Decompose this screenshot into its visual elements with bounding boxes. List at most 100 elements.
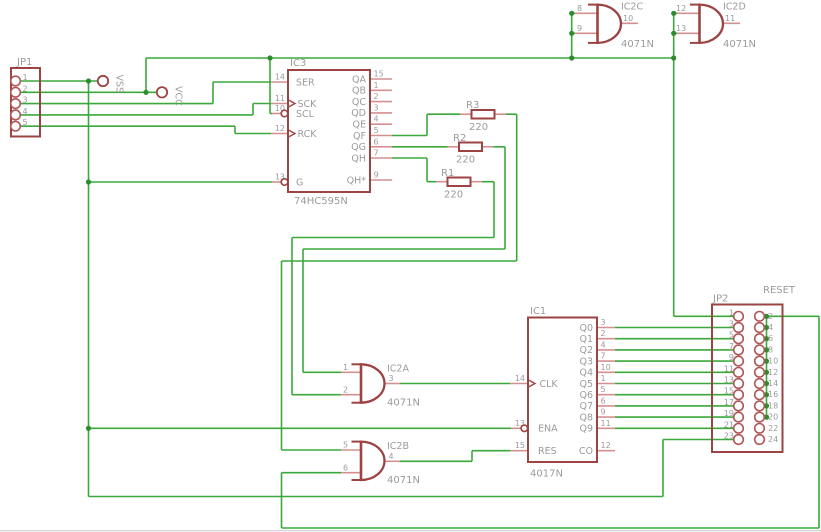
ic3-pin-number: 9 <box>374 171 379 180</box>
clock-wedge-icon <box>527 379 537 388</box>
ic2a-gate-arc[interactable] <box>360 363 386 404</box>
junction-dot <box>671 55 677 61</box>
ic1-pin-name: RES <box>538 446 557 457</box>
ic2c-gate-arc[interactable] <box>597 3 623 45</box>
junction-dot <box>569 10 575 16</box>
ic3-pin-number: 13 <box>275 173 285 182</box>
jp2-pin-number: 12 <box>768 368 778 377</box>
jp1-pin-number: 2 <box>23 84 28 93</box>
ic3-pin-name: QA <box>352 74 366 85</box>
ic3-pin-number: 6 <box>374 137 379 146</box>
pad-circle <box>753 355 766 367</box>
pad-circle <box>732 355 745 367</box>
jp2-pin-number: 9 <box>729 353 734 362</box>
junction-dot <box>85 78 92 84</box>
ic1-pin-number: 13 <box>515 419 525 428</box>
component-r2-resistor[interactable]: R2 220 <box>453 133 483 166</box>
ic2d-pin-number: 12 <box>676 4 686 13</box>
jp1-label: JP1 <box>16 57 32 68</box>
ic1-pin-number: 4 <box>601 340 606 349</box>
vss-label: VSS <box>114 75 125 94</box>
r2-body[interactable] <box>458 141 483 152</box>
jp2-pin-number: 13 <box>724 376 734 385</box>
ic3-pin-number: 1 <box>374 81 379 90</box>
ic1-pin-number: 15 <box>515 441 525 450</box>
r3-body[interactable] <box>470 109 496 120</box>
pad-circle <box>732 422 745 434</box>
ic1-pin-name: Q2 <box>579 345 593 356</box>
ic2b-gate-arc[interactable] <box>360 440 386 482</box>
ic1-body[interactable] <box>527 316 598 463</box>
pad-circle <box>732 344 745 356</box>
junction-dot <box>143 89 149 95</box>
junction-dot <box>763 380 770 387</box>
ic1-pin-name: Q3 <box>579 356 593 367</box>
ic1-pin-name: Q1 <box>579 334 593 345</box>
ic3-pin-number: 4 <box>374 115 379 124</box>
ic3-pin-name: QF <box>353 131 366 142</box>
net-qg-r2 <box>302 146 506 374</box>
pad-circle <box>753 310 766 322</box>
jp2-pin-number: 17 <box>724 398 734 407</box>
r2-label: R2 <box>453 133 466 144</box>
ic3-pin-name: SER <box>296 77 315 88</box>
ic3-pin-number: 11 <box>275 94 285 103</box>
ic1-pin-name: CO <box>579 446 593 457</box>
jp2-body[interactable] <box>711 303 784 453</box>
ic2d-pin-number: 13 <box>676 24 686 33</box>
ic2d-gate-arc[interactable] <box>699 3 725 45</box>
junction-dot <box>763 403 770 409</box>
ic3-pin-name: QG <box>351 142 366 153</box>
inverted-pin-bubble <box>280 178 289 186</box>
clock-wedges <box>287 99 537 388</box>
ic1-pin-name: ENA <box>538 424 558 435</box>
power-symbol-vcc[interactable]: VCC <box>155 86 184 106</box>
ic2d-label: IC2D <box>723 2 746 13</box>
ic2c-pin-number: 9 <box>577 24 582 33</box>
ic2b-pin-number: 5 <box>343 441 348 450</box>
junction-dot <box>763 358 770 364</box>
ic2d-pin-number: 11 <box>725 14 735 23</box>
r1-body[interactable] <box>446 176 472 187</box>
net-qf-r3 <box>280 113 518 451</box>
ic3-pin-name: SCL <box>296 109 315 120</box>
ic3-pin-name: QH <box>351 153 366 164</box>
jp2-pin-number: 2 <box>768 312 773 321</box>
junction-dot <box>763 392 770 398</box>
junction-dot <box>763 369 770 375</box>
jp2-pin-number: 22 <box>768 424 778 433</box>
jp2-pin-number: 10 <box>768 357 778 366</box>
ic2a-pin-number: 2 <box>343 385 348 394</box>
r2-value: 220 <box>456 155 475 166</box>
net-qh-r1 <box>291 157 495 396</box>
ic2b-pin-number: 4 <box>389 452 394 461</box>
component-jp2-connector[interactable]: JP21357911131517192123246810121416182022… <box>711 285 796 453</box>
pad-circle <box>732 400 745 412</box>
ic1-label: IC1 <box>530 306 546 317</box>
pin-stubs <box>271 12 740 474</box>
junction-dot <box>763 347 770 353</box>
ic1-pin-number: 2 <box>601 329 606 338</box>
ic1-pin-number: 1 <box>601 374 606 383</box>
ic3-body[interactable] <box>287 69 371 193</box>
net-ser <box>20 81 271 105</box>
inverted-pin-bubble <box>520 424 529 433</box>
ic2a-part-number: 4071N <box>387 398 420 409</box>
jp1-pin-number: 1 <box>23 73 28 82</box>
ic3-pin-name: SCK <box>298 99 318 110</box>
jp2-pin-number: 11 <box>724 364 734 373</box>
power-symbol-vss[interactable]: VSS <box>96 75 125 94</box>
ic3-pin-name: QH* <box>347 175 367 186</box>
jp2-pin-number: 1 <box>729 308 734 317</box>
